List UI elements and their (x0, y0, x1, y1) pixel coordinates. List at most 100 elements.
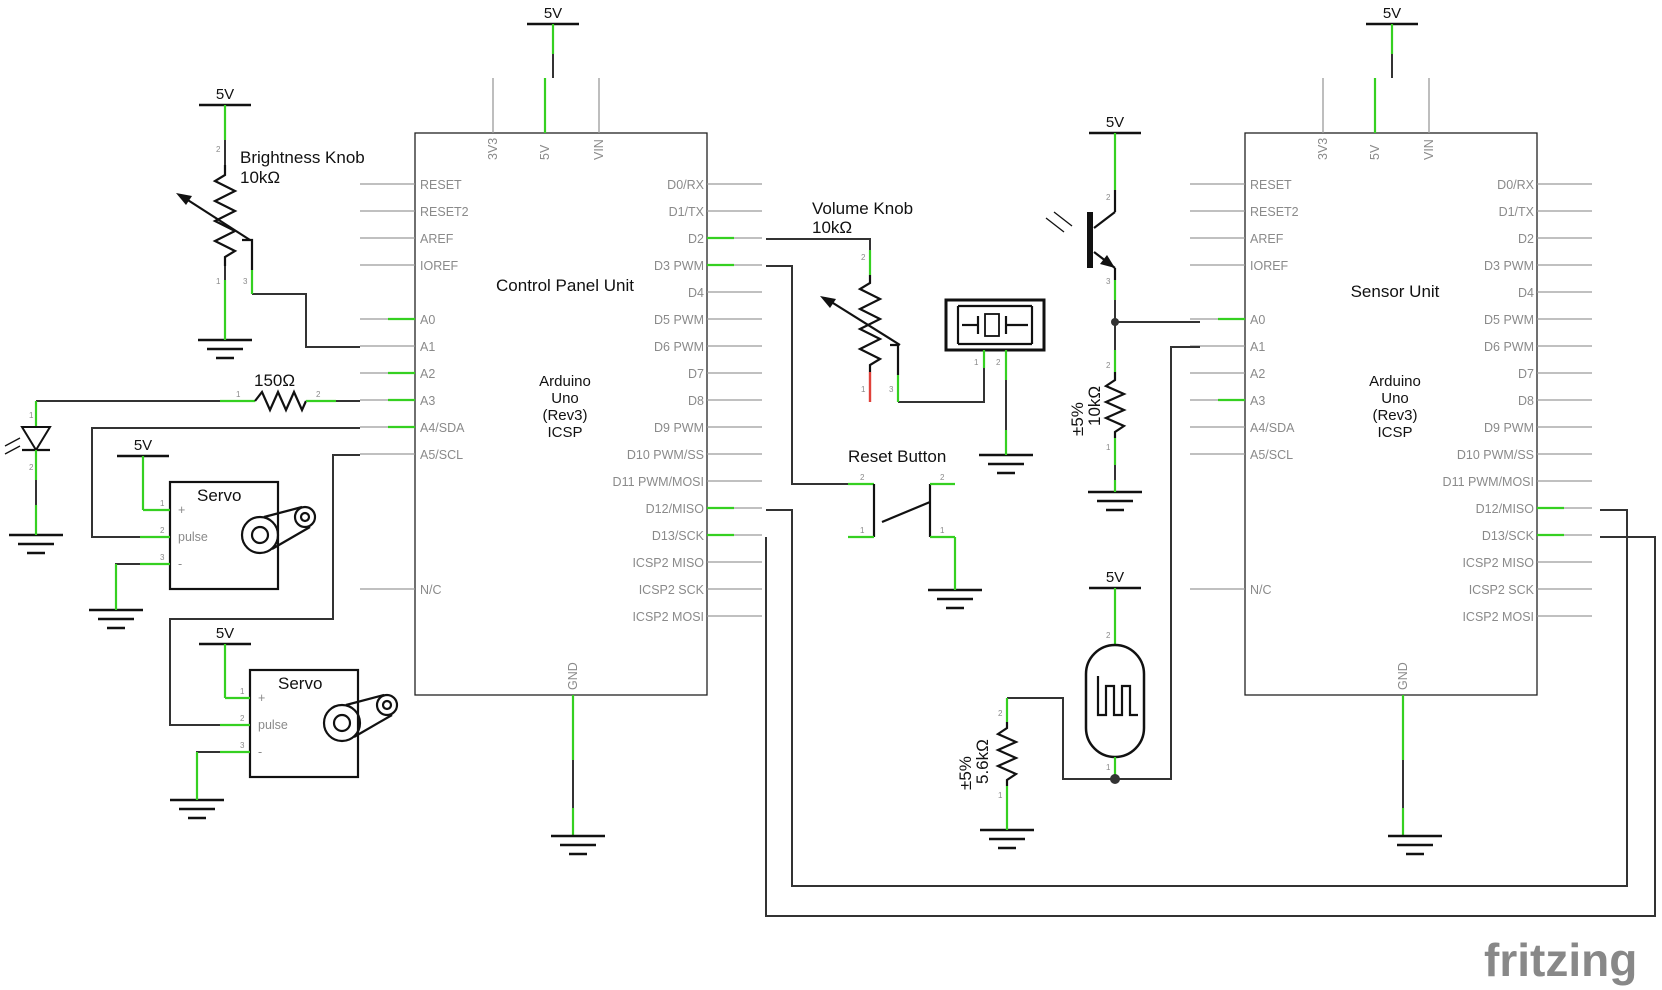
pin-number: 1 (940, 526, 945, 535)
board-model-label: Uno (551, 390, 579, 407)
pin-number: 3 (889, 385, 894, 394)
brightness-knob-value: 10kΩ (240, 168, 280, 187)
board-pin-label: D2 (688, 232, 704, 246)
pin-number: 2 (216, 145, 221, 154)
volume-knob-label: Volume Knob (812, 199, 913, 218)
wire-d12 (766, 509, 1628, 887)
pin-number: 1 (216, 277, 221, 286)
pin-number: 2 (1106, 631, 1111, 640)
pin-number: 2 (316, 390, 321, 399)
board-pin-label: D8 (1518, 394, 1534, 408)
buzzer: 1 2 (944, 298, 1046, 455)
pin-number: 2 (240, 714, 245, 723)
ground-symbol (89, 608, 143, 630)
board-pin-label: ICSP2 SCK (1469, 583, 1535, 597)
led-resistor-value: 150Ω (254, 371, 295, 390)
photo-resistor-tolerance: ±5% (1068, 402, 1087, 436)
board-pin-label: ICSP2 SCK (639, 583, 705, 597)
wire-ldr-a1 (1115, 346, 1200, 780)
vcc-symbol: 5V (1366, 5, 1418, 26)
photo-resistor-value: 10kΩ (1085, 386, 1104, 426)
board-pin-label: D3 PWM (654, 259, 704, 273)
ground-symbol (928, 588, 982, 610)
servo-label: Servo (197, 486, 241, 505)
pin-number: 3 (1106, 277, 1111, 286)
pin-number: 2 (860, 473, 865, 482)
vcc-label: 5V (544, 5, 562, 22)
board-pin-label: D8 (688, 394, 704, 408)
board-model-label: ICSP (1377, 424, 1412, 441)
wire-d13 (765, 536, 1656, 917)
vcc-symbol: 5V (199, 86, 251, 107)
pin-number: 2 (998, 709, 1003, 718)
board-pin-label: D5 PWM (1484, 313, 1534, 327)
fritzing-logo: fritzing (1484, 934, 1637, 986)
board-pin-label: D3 PWM (1484, 259, 1534, 273)
board-pin-label: A0 (420, 313, 435, 327)
phototransistor: 2 3 (1045, 133, 1119, 350)
reset-button-label: Reset Button (848, 447, 946, 466)
vcc-label: 5V (216, 86, 234, 103)
board-model-label: ICSP (547, 424, 582, 441)
ldr: 2 1 (1084, 588, 1146, 784)
board-pin-label: RESET2 (420, 205, 469, 219)
pin-number: 1 (998, 791, 1003, 800)
servo-1: 1 2 3 + pulse - Servo (114, 456, 317, 610)
board-pin-label: A0 (1250, 313, 1265, 327)
vcc-symbol: 5V (527, 5, 579, 26)
ground-symbol (9, 533, 63, 555)
board-name: Control Panel Unit (496, 276, 634, 295)
board-pin-label: IOREF (420, 259, 459, 273)
board-pin-label: VIN (592, 139, 606, 160)
board-model-label: (Rev3) (1372, 407, 1417, 424)
servo-pin-plus: + (258, 691, 265, 705)
board-pin-label: D4 (1518, 286, 1534, 300)
board-pin-label: N/C (1250, 583, 1272, 597)
pin-number: 1 (160, 499, 165, 508)
pin-number: 3 (160, 553, 165, 562)
board-pin-label: AREF (420, 232, 454, 246)
servo-pin-plus: + (178, 503, 185, 517)
vcc-label: 5V (134, 437, 152, 454)
board-pin-label: D4 (688, 286, 704, 300)
board-pin-label: ICSP2 MOSI (1462, 610, 1534, 624)
vcc-label: 5V (1106, 114, 1124, 131)
board-pin-label: D11 PWM/MOSI (613, 475, 704, 489)
wire-d3-reset (766, 265, 860, 485)
vcc-symbol: 5V (199, 625, 251, 646)
board-pin-label: A2 (420, 367, 435, 381)
board-pin-label: A3 (1250, 394, 1265, 408)
pin-number: 3 (243, 277, 248, 286)
ldr-resistor-value: 5.6kΩ (973, 739, 992, 784)
ldr-resistor-5k6: 2 1 ±5% 5.6kΩ (956, 698, 1019, 830)
board-pin-label: A4/SDA (1250, 421, 1295, 435)
vcc-symbol: 5V (1089, 569, 1141, 590)
board-pin-label: GND (566, 662, 580, 690)
board-pin-label: D10 PWM/SS (1457, 448, 1534, 462)
ground-symbol (979, 453, 1033, 475)
ground-symbol (980, 828, 1034, 850)
ldr-resistor-tolerance: ±5% (956, 756, 975, 790)
pin-number: 2 (29, 463, 34, 472)
board-pin-label: IOREF (1250, 259, 1289, 273)
pin-number: 1 (240, 687, 245, 696)
board-pin-label: A1 (420, 340, 435, 354)
servo-2: 1 2 3 + pulse - Servo (195, 644, 399, 800)
board-model-label: Uno (1381, 390, 1409, 407)
board-pin-label: D6 PWM (654, 340, 704, 354)
board-pin-label: A1 (1250, 340, 1265, 354)
pin-number: 1 (1106, 763, 1111, 772)
servo-pin-minus: - (178, 557, 182, 571)
brightness-knob-label: Brightness Knob (240, 148, 365, 167)
pin-number: 2 (940, 473, 945, 482)
board-pin-label: AREF (1250, 232, 1284, 246)
wire-servo1-gnd (115, 563, 160, 586)
board-pin-label: GND (1396, 662, 1410, 690)
servo-pin-minus: - (258, 745, 262, 759)
board-pin-label: ICSP2 MISO (632, 556, 704, 570)
board-pin-label: A4/SDA (420, 421, 465, 435)
pin-number: 2 (160, 526, 165, 535)
arduino-body (1244, 132, 1538, 696)
